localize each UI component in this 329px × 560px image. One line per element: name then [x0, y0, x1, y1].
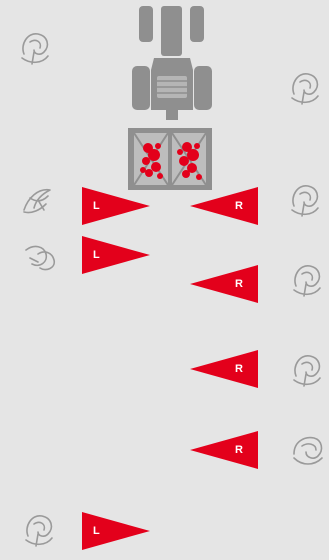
plant-icon	[292, 74, 318, 104]
plant-icon	[294, 356, 320, 386]
right-marker-label: R	[235, 200, 243, 212]
plant-icon	[24, 190, 50, 213]
plant-icon	[26, 516, 52, 546]
plant-icon	[294, 266, 320, 296]
left-marker-label: L	[93, 200, 100, 212]
right-marker	[190, 187, 258, 225]
right-marker-label: R	[235, 444, 243, 456]
plant-icon	[22, 34, 48, 64]
plant-icon	[292, 186, 318, 216]
plant-icon	[294, 438, 322, 464]
right-marker-label: R	[235, 363, 243, 375]
tractor-top-view-icon	[132, 6, 212, 120]
dual-section-applicator-icon	[128, 128, 212, 190]
left-marker-label: L	[93, 525, 100, 537]
right-marker	[190, 431, 258, 469]
plant-icon	[26, 247, 54, 270]
right-marker	[190, 350, 258, 388]
left-marker-label: L	[93, 249, 100, 261]
right-marker-label: R	[235, 278, 243, 290]
right-marker	[190, 265, 258, 303]
